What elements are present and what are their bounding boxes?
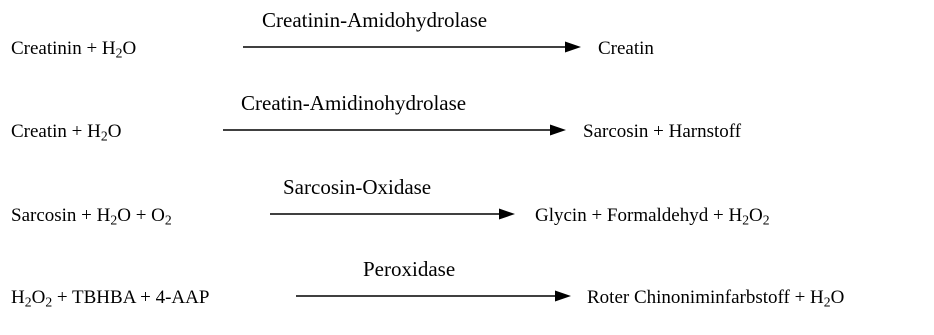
reaction-peroxidase-coupling: H2O2 + TBHBA + 4-AAP Peroxidase Roter Ch… [0, 259, 934, 319]
reaction-products: Creatin [598, 38, 654, 59]
reaction-arrow [243, 41, 581, 53]
reaction-arrow [270, 208, 515, 220]
reaction-sarcosin-oxidation: Sarcosin + H2O + O2 Sarcosin-Oxidase Gly… [0, 177, 934, 237]
reaction-substrates: Creatin + H2O [11, 121, 122, 144]
subscript: 2 [115, 45, 123, 61]
subscript: 2 [164, 212, 172, 228]
subscript: 2 [110, 212, 118, 228]
reaction-creatinin-hydrolysis: Creatinin + H2O Creatinin-Amidohydrolase… [0, 10, 934, 70]
reaction-substrates: Sarcosin + H2O + O2 [11, 205, 172, 228]
arrow-head [555, 290, 571, 302]
enzyme-label: Creatin-Amidinohydrolase [241, 91, 467, 115]
reaction-products: Roter Chinoniminfarbstoff + H2O [587, 287, 845, 310]
subscript: 2 [762, 212, 770, 228]
reaction-substrates: H2O2 + TBHBA + 4-AAP [11, 287, 210, 310]
reaction-arrow [296, 290, 571, 302]
subscript: 2 [742, 212, 750, 228]
arrow-head [565, 41, 581, 53]
reaction-products: Sarcosin + Harnstoff [583, 121, 742, 142]
subscript: 2 [100, 128, 108, 144]
reaction-substrates: Creatinin + H2O [11, 38, 137, 61]
subscript: 2 [24, 294, 32, 310]
enzyme-label: Sarcosin-Oxidase [283, 175, 432, 199]
reaction-arrow [223, 124, 566, 136]
subscript: 2 [45, 294, 53, 310]
subscript: 2 [823, 294, 831, 310]
reaction-creatin-hydrolysis: Creatin + H2O Creatin-Amidinohydrolase S… [0, 93, 934, 153]
enzyme-label: Peroxidase [363, 257, 456, 281]
arrow-head [550, 124, 566, 136]
arrow-head [499, 208, 515, 220]
reaction-products: Glycin + Formaldehyd + H2O2 [535, 205, 770, 228]
enzyme-label: Creatinin-Amidohydrolase [262, 8, 488, 32]
